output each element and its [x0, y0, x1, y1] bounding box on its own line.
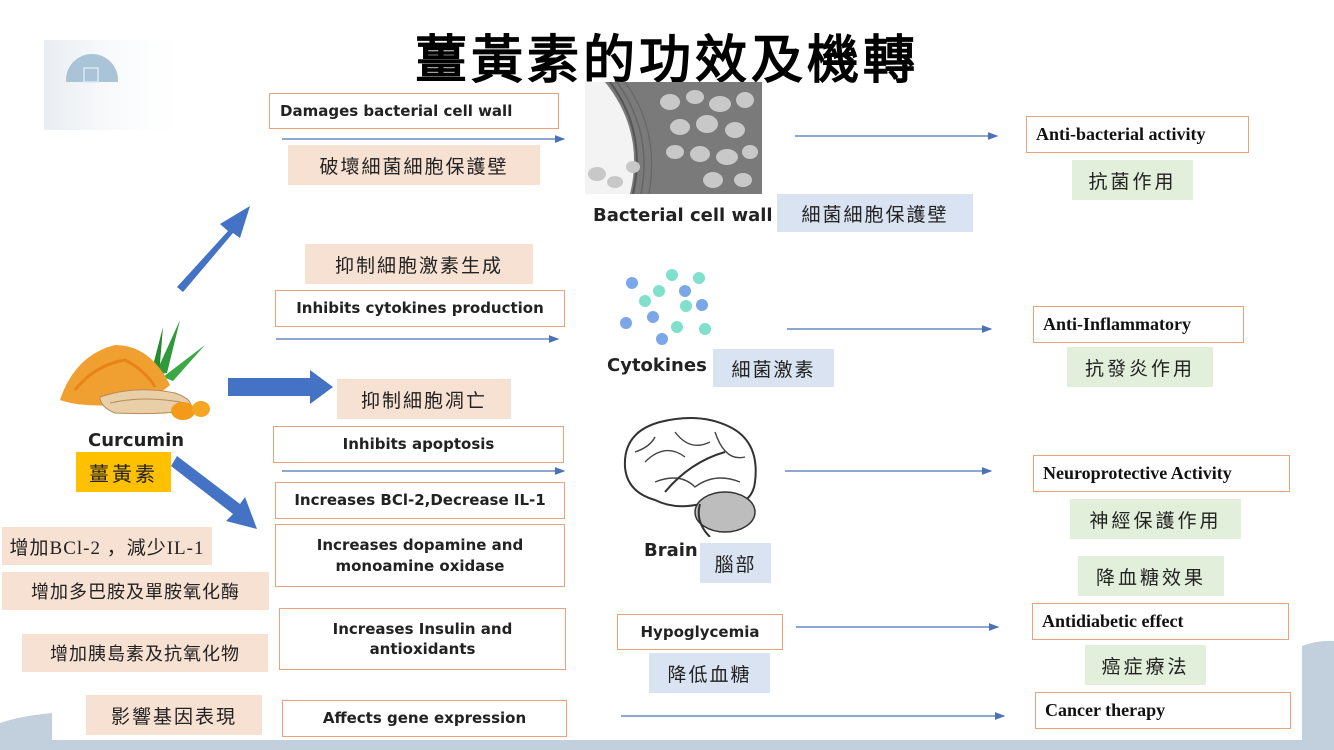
mechanism-box-5: Increases dopamine and monoamine oxidase	[275, 524, 565, 587]
decor-band-wave	[480, 740, 560, 750]
target-label-zh-4: 降低血糖	[649, 653, 770, 693]
effect-label-zh-3: 神經保護作用	[1070, 499, 1241, 539]
mechanism-label-zh-1: 破壞細菌細胞保護壁	[288, 145, 540, 185]
mechanism-box-3: Inhibits apoptosis	[273, 426, 564, 463]
mechanism-box-6-line2: antioxidants	[369, 640, 476, 658]
mechanism-label-zh-6: 增加胰島素及抗氧化物	[22, 634, 268, 672]
target-box-4: Hypoglycemia	[617, 614, 783, 650]
target-label-zh-1: 細菌細胞保護壁	[777, 194, 973, 232]
target-label-2: Cytokines	[607, 355, 707, 376]
mechanism-label-zh-4: 增加BCl-2 ，減少IL-1	[2, 527, 212, 565]
bacterial-cell-wall-icon	[585, 82, 762, 194]
mechanism-box-2: Inhibits cytokines production	[275, 290, 565, 327]
mechanism-label-zh-7: 影響基因表現	[86, 695, 262, 735]
curcumin-label-zh: 薑黃素	[76, 452, 171, 492]
curcumin-label: Curcumin	[88, 430, 185, 451]
big-arrow-up	[177, 206, 250, 292]
target-label-zh-3: 腦部	[700, 543, 771, 583]
effect-box-3: Neuroprotective Activity	[1033, 455, 1290, 492]
target-label-zh-2: 細菌激素	[713, 349, 834, 387]
effect-label-zh-1: 抗菌作用	[1072, 160, 1193, 200]
mechanism-label-zh-3: 抑制細胞凋亡	[337, 379, 511, 419]
big-arrow-down	[171, 456, 257, 529]
decor-bottom-band	[0, 713, 1334, 750]
turmeric-icon	[60, 320, 210, 420]
cytokines-icon	[620, 269, 711, 345]
decor-fade-panel	[44, 40, 194, 130]
decor-square-icon	[83, 67, 99, 83]
effect-box-4: Antidiabetic effect	[1032, 603, 1289, 640]
mechanism-box-5-line1: Increases dopamine and	[316, 536, 524, 555]
mechanism-box-4: Increases BCl-2,Decrease IL-1	[275, 482, 565, 519]
effect-label-zh-4: 降血糖效果	[1078, 556, 1224, 596]
effect-label-zh-2: 抗發炎作用	[1067, 347, 1213, 387]
effect-box-2: Anti-Inflammatory	[1033, 306, 1244, 343]
mechanism-box-7: Affects gene expression	[282, 700, 567, 737]
effect-label-zh-5: 癌症療法	[1085, 645, 1206, 685]
mechanism-label-zh-5: 增加多巴胺及單胺氧化酶	[2, 572, 269, 610]
page-title: 薑黃素的功效及機轉	[414, 30, 919, 91]
mechanism-box-6: Increases Insulin and antioxidants	[279, 608, 566, 670]
effect-box-5: Cancer therapy	[1035, 692, 1291, 729]
target-label-3: Brain	[644, 540, 698, 561]
mechanism-label-zh-2: 抑制細胞激素生成	[305, 244, 533, 284]
mechanism-box-5-line2: monoamine oxidase	[335, 556, 505, 575]
effect-box-1: Anti-bacterial activity	[1026, 116, 1249, 153]
decor-right-tab	[1302, 640, 1334, 740]
mechanism-box-1: Damages bacterial cell wall	[269, 93, 559, 129]
big-arrow-right	[228, 370, 333, 404]
target-label-1: Bacterial cell wall	[593, 205, 773, 226]
brain-icon	[623, 417, 757, 537]
mechanism-box-6-line1: Increases Insulin and	[332, 619, 513, 638]
